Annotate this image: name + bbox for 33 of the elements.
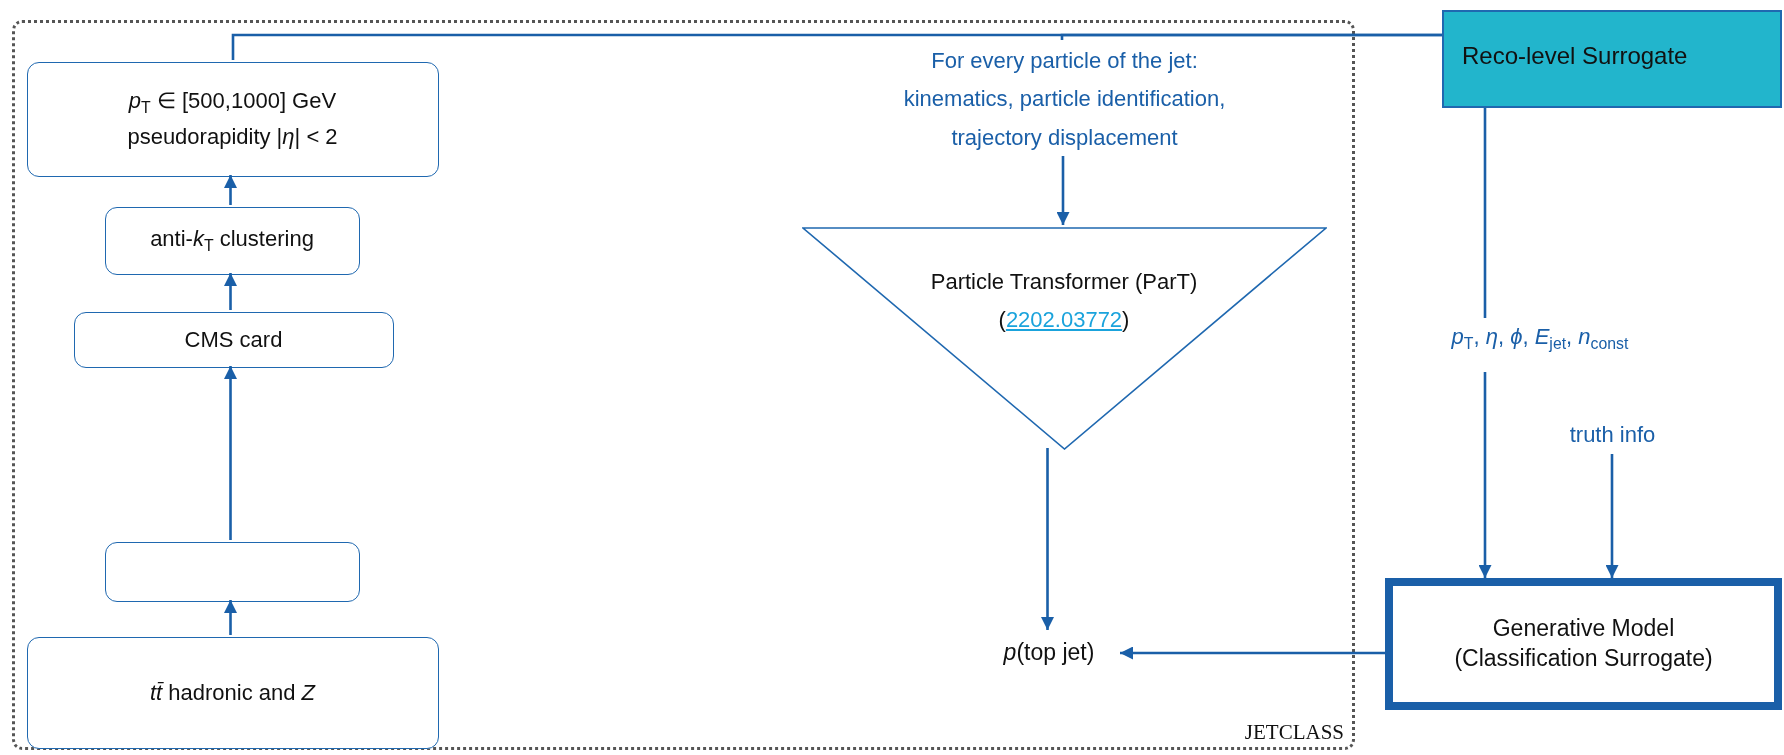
model-box — [1385, 578, 1782, 710]
box-label: anti-k$_{T}$ clustering — [150, 224, 314, 257]
process-box — [104, 206, 360, 275]
surrogate-box — [1442, 10, 1782, 108]
output-label: p(top jet) — [976, 631, 1122, 678]
arrow — [1605, 454, 1619, 578]
box-label: Reco-level Surrogate — [1462, 42, 1688, 70]
arrow — [1478, 372, 1492, 578]
group-label: JETCLASS — [1244, 720, 1344, 745]
arrow — [224, 175, 237, 205]
process-box — [104, 541, 360, 602]
annotation-text: truth info — [1550, 416, 1675, 454]
arrow — [1120, 646, 1385, 660]
arrow — [224, 366, 237, 540]
citation-text: (2202.03772) — [998, 306, 1130, 334]
arrow — [1056, 156, 1070, 225]
connector-line — [1060, 33, 1442, 40]
arrow — [224, 600, 237, 635]
box-label: Generative Model (Classification Surrogate) — [1453, 614, 1714, 673]
annotation-text: p$_{T}$, η, ϕ, E$_{jet}$, n$_{const}$ — [1375, 318, 1705, 372]
model-label: Particle Transformer (ParT) — [930, 267, 1198, 296]
connector-line — [1483, 108, 1487, 318]
dashed-group-frame — [12, 20, 1355, 750]
box-label: CMS card — [184, 325, 283, 354]
annotation-text: For every particle of the jet: kinematics, particle identification, trajectory displacement — [876, 41, 1253, 158]
process-box — [26, 636, 439, 749]
box-label: p$_{T}$ ∈ [500,1000] GeV pseudorapidity |η| < 2 — [126, 87, 339, 151]
citation-link: 2202.03772 — [1005, 307, 1123, 332]
box-label: tt̄ hadronic and Z — [149, 678, 316, 707]
process-box — [73, 311, 394, 368]
arrow — [1041, 448, 1054, 630]
process-box — [26, 61, 439, 177]
arrow — [224, 273, 237, 310]
